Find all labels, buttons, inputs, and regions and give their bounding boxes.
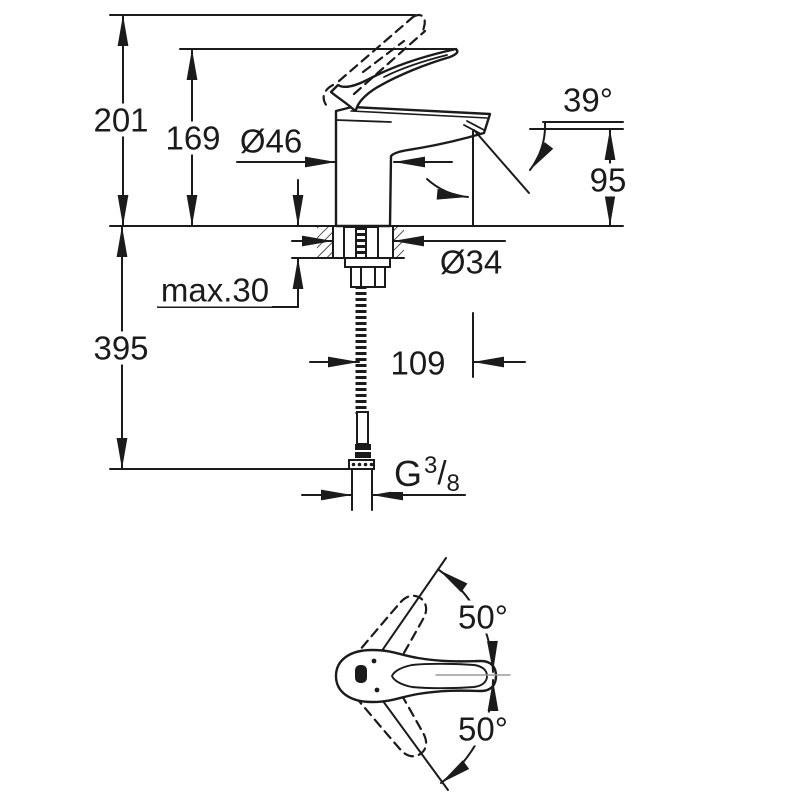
dim-spout-height-label: 95 [586,163,630,197]
handle-top-outline [334,648,498,704]
dim-stream-angle-label: 39° [560,83,616,117]
dim-body-diameter-label: Ø46 [236,124,306,158]
thread-numerator: 3 [424,452,438,479]
aerator-marks [463,120,485,135]
thread-slash: / [437,454,447,491]
stream-angle-annotation [426,122,554,227]
thread-denominator: 8 [446,470,460,497]
thread-prefix: G [394,453,423,494]
dim-lever-height-label: 169 [162,121,224,155]
hose-tube [356,411,369,445]
top-view [334,557,511,791]
deck-hatch-left [317,227,334,258]
dim-hose-length-label: 395 [90,331,152,365]
faucet-body-outline [334,105,492,228]
dim-swivel-upper-label: 50° [455,600,511,634]
mounting-nut [350,266,386,288]
shank-sleeve-left [343,226,357,259]
dim-thread-label: G3/8 [391,453,463,496]
hose-connector [348,459,375,470]
shank-sleeve-right [365,226,379,259]
dim-swivel-lower-label: 50° [455,712,511,746]
dim-deck-thickness-label: max.30 [157,273,273,307]
handle-cap-slot [355,665,367,683]
dim-hole-diameter-label: Ø34 [436,245,506,279]
dim-total-height-label: 201 [90,103,152,137]
side-view [109,13,624,511]
dim-projection-label: 109 [387,346,449,380]
washer [344,257,391,268]
lever-handle-raised-dashed [322,13,427,108]
